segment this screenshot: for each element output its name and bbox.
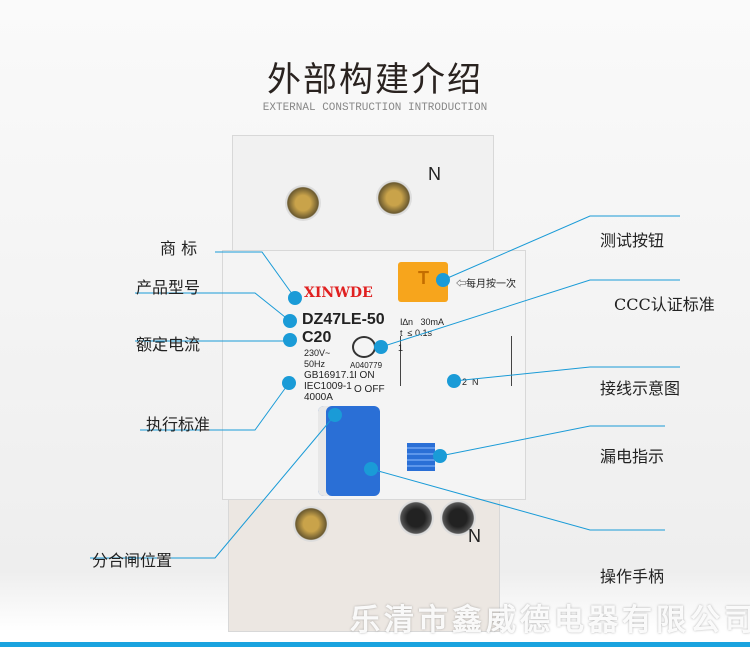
leak-current: I∆n 30mA xyxy=(400,317,445,327)
marker-model xyxy=(283,314,297,328)
wiring-diagram xyxy=(400,336,512,386)
label-test-button: 测试按钮 xyxy=(600,231,665,250)
terminal-1: 1 xyxy=(398,343,404,353)
terminal-2n: 2 N xyxy=(462,377,479,387)
breaker-top-block xyxy=(232,135,494,262)
marker-handle xyxy=(364,462,378,476)
label-switch-position: 分合闸位置 xyxy=(92,551,173,570)
model-number: DZ47LE-50 xyxy=(302,311,385,328)
label-brand: 商 标 xyxy=(160,239,198,258)
standard-1: GB16917.1 xyxy=(304,370,355,381)
line-wiring xyxy=(453,366,680,382)
page-subtitle: EXTERNAL CONSTRUCTION INTRODUCTION xyxy=(262,102,488,114)
line-leak xyxy=(439,425,665,457)
off-indicator: O OFF xyxy=(354,384,385,395)
test-button-label: T xyxy=(418,268,429,288)
terminal-n-top: N xyxy=(428,164,441,184)
marker-ccc xyxy=(374,340,388,354)
terminal-n-bottom: N xyxy=(468,526,481,546)
bottom-spacer xyxy=(0,647,750,672)
marker-standard xyxy=(282,376,296,390)
line-standard xyxy=(140,382,290,431)
label-wiring: 接线示意图 xyxy=(600,379,681,398)
line-model xyxy=(135,292,291,322)
terminal-screw-icon xyxy=(285,185,321,221)
voltage: 230V~ xyxy=(304,348,331,358)
page-title: 外部构建介绍 xyxy=(267,60,483,100)
marker-wiring xyxy=(447,374,461,388)
brand-logo: XINWDE xyxy=(304,285,373,301)
label-rated-current: 额定电流 xyxy=(136,335,201,354)
company-watermark: 乐清市鑫威德电器有限公司 xyxy=(350,603,750,638)
label-model: 产品型号 xyxy=(136,278,201,297)
on-indicator: I ON xyxy=(354,370,375,381)
line-handle xyxy=(370,468,665,531)
terminal-screw-icon xyxy=(376,180,412,216)
marker-brand xyxy=(288,291,302,305)
marker-test-button xyxy=(436,273,450,287)
leak-indicator xyxy=(407,443,435,471)
standard-2: IEC1009-1 xyxy=(304,381,352,392)
terminal-screw-icon xyxy=(440,500,476,536)
accent-bar xyxy=(0,642,750,647)
label-handle: 操作手柄 xyxy=(600,567,665,586)
marker-switch-position xyxy=(328,408,342,422)
terminal-screw-icon xyxy=(398,500,434,536)
terminal-screw-icon xyxy=(293,506,329,542)
breaking-capacity: 4000A xyxy=(304,392,333,403)
line-switch-position xyxy=(90,414,336,559)
rated-current: C20 xyxy=(302,329,332,346)
cert-number: A040779 xyxy=(350,361,383,370)
operating-handle[interactable] xyxy=(318,406,380,496)
line-test-button xyxy=(442,215,680,281)
marker-current xyxy=(283,333,297,347)
label-ccc: CCC认证标准 xyxy=(614,295,715,314)
label-leak-indicator: 漏电指示 xyxy=(600,447,665,466)
line-brand xyxy=(215,251,296,299)
frequency: 50Hz xyxy=(304,359,326,369)
marker-leak xyxy=(433,449,447,463)
label-standard: 执行标准 xyxy=(146,415,211,434)
line-ccc xyxy=(380,279,680,348)
test-hint: ⇦每月按一次 xyxy=(456,279,516,290)
